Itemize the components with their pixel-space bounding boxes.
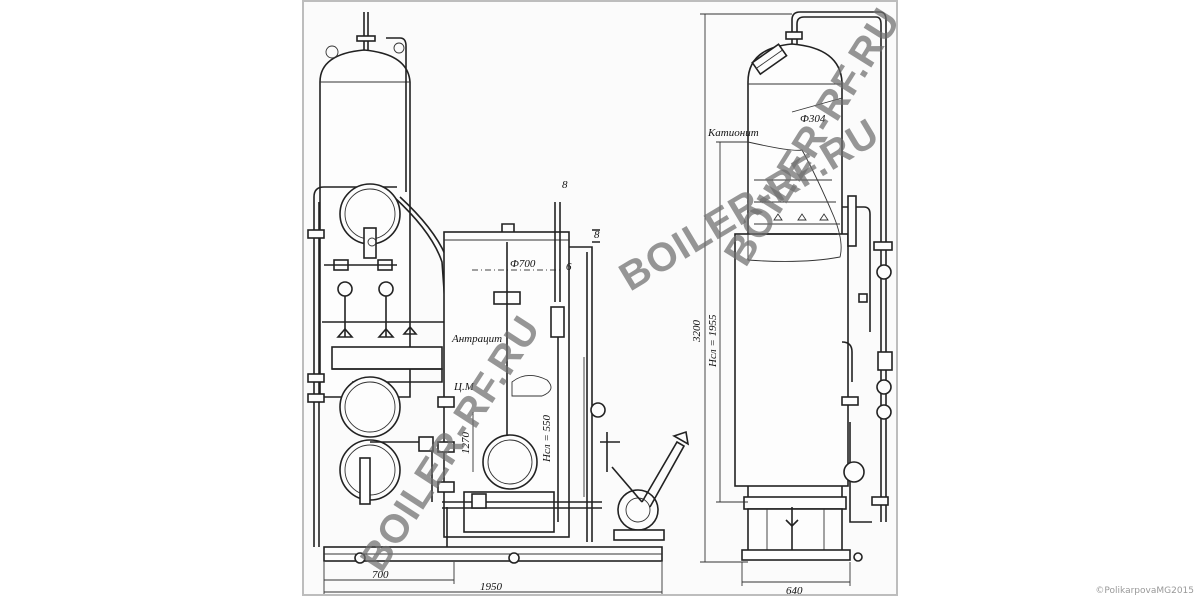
label-h-layer-550: Hсл = 550	[541, 414, 553, 463]
cation-filter-column	[734, 43, 851, 561]
label-h-layer-1955: Hсл = 1955	[707, 314, 719, 368]
lower-manholes	[339, 376, 433, 505]
tank-side-piping	[442, 202, 602, 542]
dimension-lines-left	[323, 357, 663, 594]
label-mark-b1: 8	[562, 179, 568, 191]
label-cm: Ц.М	[453, 381, 475, 393]
left-pipe-rack	[307, 186, 454, 547]
label-dim-700: 700	[372, 569, 389, 581]
intermediate-header	[331, 346, 443, 383]
anthracite-tank	[443, 223, 570, 538]
gauge-panel	[322, 259, 447, 338]
label-dia-304: Ф304	[800, 113, 826, 125]
copyright-notice: ©PolikarpovaMG2015	[1095, 586, 1194, 596]
column-top-manhole	[751, 43, 788, 76]
dimension-lines-right	[700, 13, 851, 586]
label-dim-3200: 3200	[691, 320, 703, 344]
label-mark-b3: 8	[594, 229, 600, 241]
column-piping	[785, 11, 893, 562]
label-dim-1950: 1950	[480, 581, 503, 593]
label-mark-b2: 6	[566, 261, 572, 273]
pump-ejector	[590, 402, 690, 541]
label-dia-700: Ф700	[510, 258, 536, 270]
label-anthracite: Антрацит	[451, 333, 502, 345]
drawing-frame: Антрацит Ц.М Ф700 Катионит Ф304 Hсл = 55…	[302, 0, 898, 596]
base-frame	[323, 546, 663, 564]
label-cationite: Катионит	[707, 127, 759, 139]
label-dim-640: 640	[786, 585, 803, 596]
upper-manhole	[339, 183, 401, 259]
label-dim-1270: 1270	[460, 432, 472, 455]
technical-drawing: Антрацит Ц.М Ф700 Катионит Ф304 Hсл = 55…	[307, 11, 893, 596]
center-valve-assembly	[418, 396, 487, 547]
resin-cutaway	[747, 141, 842, 262]
